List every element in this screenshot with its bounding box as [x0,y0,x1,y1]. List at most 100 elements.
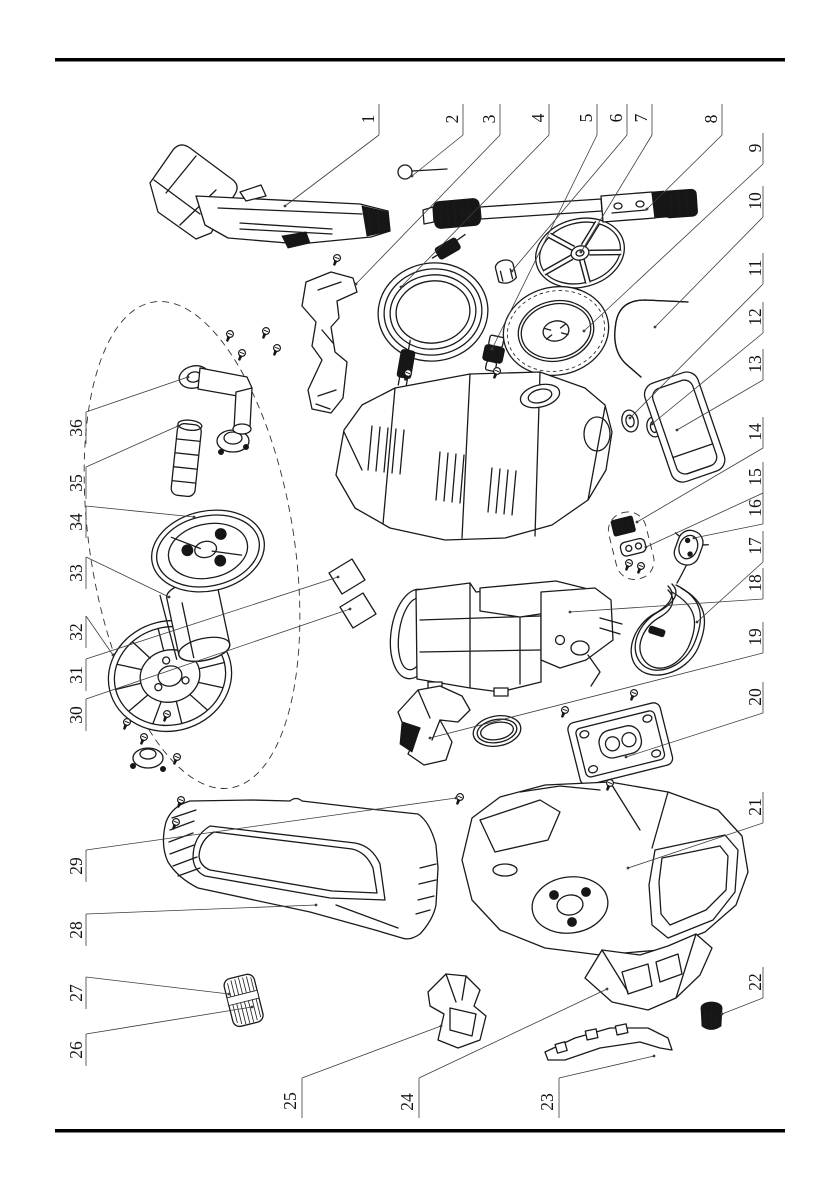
part-hub-cap-1 [621,409,639,433]
callout-end-dot [250,1005,254,1009]
callout-leader-line [511,134,628,272]
part-piston [170,419,203,498]
screw [261,326,271,339]
callout-number-20: 20 [745,688,765,706]
callout-4: 4 [399,104,550,289]
callout-leader-line [429,652,764,739]
part-bracket-plate [567,702,674,786]
callout-number-27: 27 [66,984,86,1002]
callout-19: 19 [428,622,765,740]
callout-leader-line [85,576,339,660]
callout-18: 18 [568,568,765,614]
screws-layer [122,253,646,830]
callout-leader-line [400,134,550,288]
callout-number-31: 31 [66,666,86,684]
callout-33: 33 [66,556,171,599]
screw [492,366,502,379]
callout-end-dot [675,428,679,432]
callout-end-dot [186,375,190,379]
callout-number-30: 30 [66,706,86,724]
callout-leader-line [85,1006,253,1035]
callout-number-26: 26 [66,1041,86,1059]
callout-31: 31 [66,575,340,691]
screw [455,792,465,805]
callout-5: 5 [490,104,598,351]
callout-number-22: 22 [745,973,765,991]
callout-36: 36 [66,375,190,444]
callout-end-dot [454,796,458,800]
callout-11: 11 [628,253,765,420]
callout-leader-line [491,134,598,350]
part-power-plug [673,529,709,566]
callout-leader-line [580,134,653,253]
callout-end-dot [354,282,358,286]
part-ring-pin [397,164,448,180]
callout-leader-line [558,1055,655,1079]
callout-end-dot [410,174,414,178]
callout-leader-line [85,797,457,851]
part-bottom-strip [544,1023,673,1061]
callout-end-dot [568,610,572,614]
callout-end-dot [582,329,586,333]
screw [636,561,646,574]
callout-end-dot [348,607,352,611]
plug-cord-stub [676,565,687,584]
callout-leader-line [85,904,317,915]
callout-end-dot [650,422,654,426]
part-clamp [216,429,250,455]
part-crank-arm [178,365,253,435]
part-wheel [502,285,610,377]
callout-end-dot [439,1024,443,1028]
callout-end-dot [653,325,657,329]
part-o-ring [472,715,522,747]
screw [171,817,181,830]
callout-end-dot [283,204,287,208]
part-curved-tube [614,299,689,378]
callout-2: 2 [410,104,464,178]
part-cap [700,1001,723,1030]
part-clamp-ring [129,747,166,773]
part-valve-plate-2 [339,592,377,629]
callout-35: 35 [66,424,180,499]
callout-end-dot [510,269,514,273]
callout-leader-line [721,997,764,1015]
callout-end-dot [192,515,196,519]
callout-number-34: 34 [66,513,86,531]
callout-leader-line [85,976,230,995]
screw [629,688,639,701]
callout-number-32: 32 [66,623,86,641]
callout-12: 12 [650,302,765,426]
callout-number-35: 35 [66,474,86,492]
callout-end-dot [399,285,403,289]
callout-32: 32 [66,615,115,657]
callout-leader-line [625,712,764,758]
callout-leader-line [85,425,179,468]
callout-1: 1 [283,104,380,208]
part-latch-bracket [427,973,487,1049]
callout-number-36: 36 [66,419,86,437]
screw [225,329,235,342]
callout-leader-line [85,556,170,598]
callout-23: 23 [537,1054,656,1118]
screw [162,709,172,722]
top-rule [55,58,785,62]
callout-34: 34 [66,505,196,538]
callout-13: 13 [675,349,765,432]
callout-leader-line [85,376,189,413]
callout-number-12: 12 [745,308,765,326]
part-motor-pump [389,580,623,697]
part-motor-housing [335,371,613,541]
callout-leader-line [85,505,195,518]
callout-number-9: 9 [745,143,765,152]
callout-end-dot [624,755,628,759]
callout-21: 21 [626,792,765,870]
part-wing-cover [584,933,713,1011]
part-body-shell-right [461,781,749,956]
callout-end-dot [579,250,583,254]
callout-22: 22 [720,967,765,1016]
callout-25: 25 [280,1024,443,1118]
screw [139,732,149,745]
callout-end-dot [626,866,630,870]
